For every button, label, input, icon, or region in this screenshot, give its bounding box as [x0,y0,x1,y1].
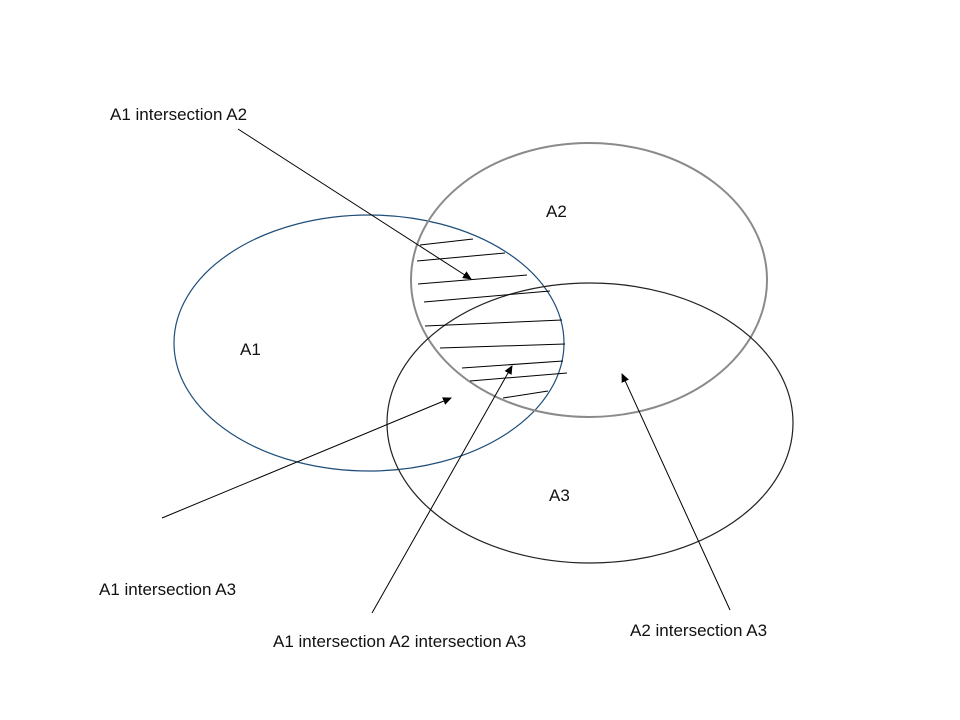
set-a2-label: A2 [546,202,567,221]
set-a2-ellipse [410,142,768,418]
a1-a3-callout-label: A1 intersection A3 [99,580,236,599]
a2-a3-callout-label: A2 intersection A3 [630,621,767,640]
a1-a2-hatching [416,238,568,399]
set-a3-label: A3 [549,486,570,505]
a1-a2-a3-arrow [371,365,513,614]
a1-a2-callout-label: A1 intersection A2 [110,105,247,124]
a1-a2-arrow [237,128,472,280]
set-a3-ellipse [386,282,794,564]
set-a1-ellipse [173,214,565,472]
a1-a2-a3-callout-label: A1 intersection A2 intersection A3 [273,632,526,651]
a1-a3-arrow [161,397,452,519]
set-a1-label: A1 [240,340,261,359]
a2-a3-arrow [621,373,731,611]
